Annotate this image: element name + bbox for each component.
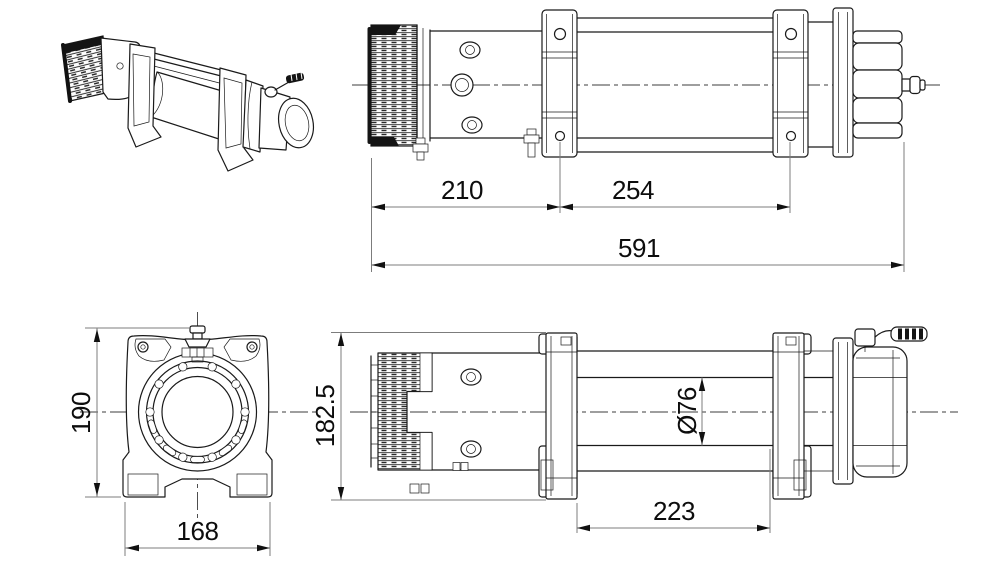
mounting-bracket-plan (538, 332, 578, 500)
motor-plan (370, 352, 433, 471)
end-view-dimensions: 190 168 (66, 327, 271, 556)
terminal-bolt (412, 137, 429, 161)
mounting-bracket-plan (772, 332, 812, 500)
isometric-view (61, 35, 315, 172)
plan-view-dimensions: 182.5 Ø76 223 (310, 332, 771, 533)
mounting-bracket (541, 9, 578, 158)
dim-height-label: 190 (66, 392, 96, 434)
dim-frame-width-label: 182.5 (310, 385, 340, 448)
front-view-dimensions: 210 254 591 (371, 142, 905, 272)
dim-motor-length-label: 210 (441, 175, 483, 205)
dim-bracket-spacing-label: 254 (612, 175, 654, 205)
terminal-bolt (523, 128, 540, 158)
dim-drum-length-label: 223 (653, 496, 695, 526)
clutch-lever (854, 326, 928, 352)
vent-fitting (181, 325, 214, 363)
dim-drum-diameter-label: Ø76 (672, 387, 702, 435)
dim-base-width-label: 168 (177, 516, 219, 546)
clutch-housing (852, 30, 903, 139)
mounting-bracket (772, 9, 809, 158)
dim-overall-length-label: 591 (618, 233, 660, 263)
front-view: 210 254 591 (352, 7, 940, 272)
end-view: 190 168 (66, 312, 316, 556)
plan-view: 182.5 Ø76 223 (310, 326, 958, 533)
